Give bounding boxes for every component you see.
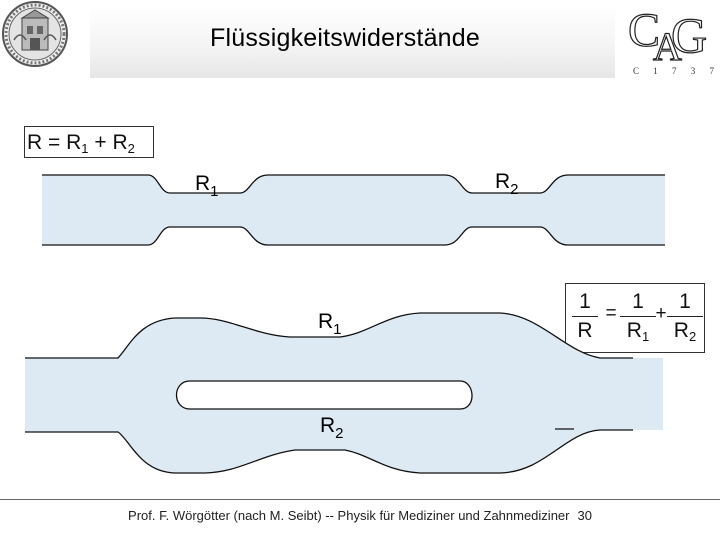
university-seal-logo: [2, 1, 68, 67]
parallel-pipe-diagram: [25, 312, 663, 474]
parallel-pipe-fluid: [25, 313, 663, 473]
formula-plus: +: [94, 131, 107, 154]
svg-text:G: G: [671, 7, 707, 63]
series-pipe-diagram: [42, 174, 665, 246]
parallel-label-r2: R2: [320, 414, 344, 442]
fraction-plus: +: [655, 303, 667, 324]
fraction-term1: 1 R1: [620, 288, 656, 345]
slide-title: Flüssigkeitswiderstände: [210, 24, 480, 52]
series-pipe-top-wall: [42, 174, 665, 194]
logo-caption: C 1 7 3 7: [633, 66, 720, 76]
fraction-term2: 1 R2: [667, 288, 703, 345]
svg-text:C: C: [628, 4, 660, 57]
page-number: 30: [577, 508, 592, 523]
formula-r1-sub: 1: [81, 141, 89, 156]
parallel-pipe-inner-wall: [175, 380, 473, 410]
formula-series: R = R1 + R2: [24, 126, 154, 158]
series-label-r2: R2: [495, 170, 519, 198]
series-pipe-fluid: [42, 175, 665, 245]
formula-equals: =: [48, 131, 61, 154]
svg-text:A: A: [653, 24, 682, 69]
parallel-pipe-bottom-wall: [25, 429, 633, 474]
fraction-equals: =: [605, 303, 617, 324]
cag-logo: C A G C 1 7 3 7: [627, 3, 720, 76]
footer-text: Prof. F. Wörgötter (nach M. Seibt) -- Ph…: [128, 508, 570, 523]
formula-r1: R: [66, 131, 82, 154]
series-pipe-bottom-wall: [42, 226, 665, 246]
formula-parallel: 1 R = 1 R1 + 1 R2: [565, 283, 705, 353]
parallel-label-r1: R1: [318, 310, 342, 338]
series-label-r1: R1: [195, 172, 219, 200]
fraction-lhs: 1 R: [572, 288, 598, 345]
footer: Prof. F. Wörgötter (nach M. Seibt) -- Ph…: [0, 508, 720, 523]
formula-r: R: [27, 131, 43, 154]
header-band: [90, 6, 615, 78]
parallel-pipe-top-wall: [25, 312, 633, 359]
formula-r2: R: [112, 131, 128, 154]
footer-divider: [0, 499, 720, 500]
formula-r2-sub: 2: [127, 141, 135, 156]
